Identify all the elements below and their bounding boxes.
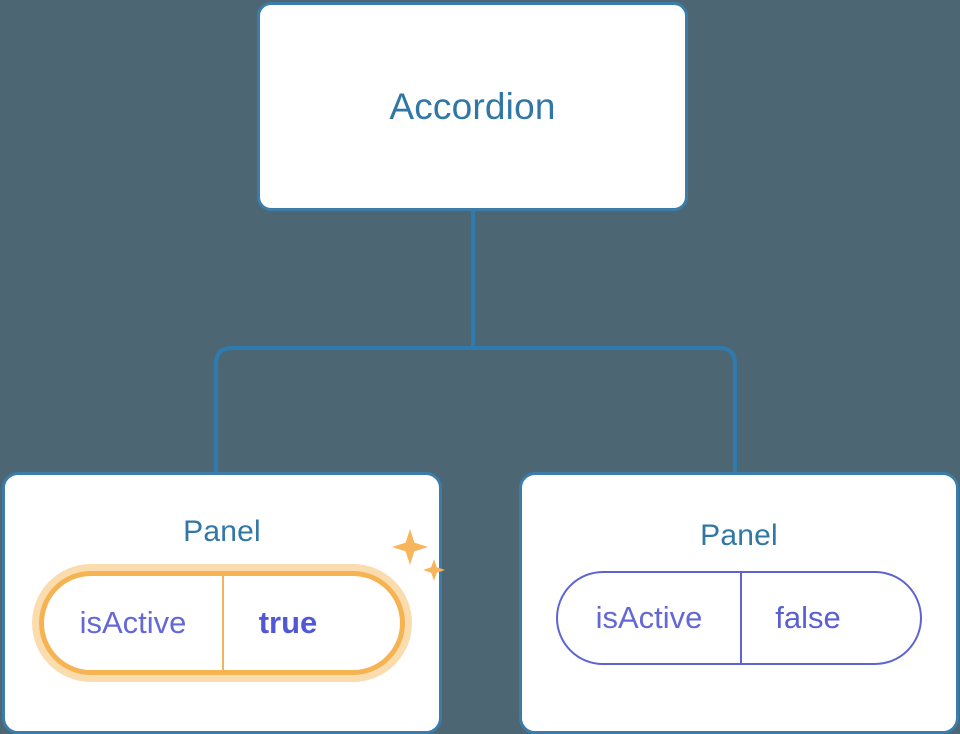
prop-pill-divider	[740, 573, 742, 663]
prop-pill-isactive-false[interactable]: isActive false	[556, 571, 922, 665]
node-panel-right-title: Panel	[700, 519, 778, 552]
prop-key: isActive	[79, 605, 187, 640]
prop-value: true	[258, 605, 318, 640]
sparkles-icon	[392, 529, 445, 581]
prop-key: isActive	[595, 600, 703, 635]
node-panel-left-title: Panel	[183, 515, 261, 548]
node-panel-left[interactable]: Panel isActive true	[2, 472, 445, 734]
node-panel-right[interactable]: Panel isActive false	[519, 472, 959, 734]
prop-value: false	[775, 600, 841, 635]
prop-pill-right-wrap: isActive false	[556, 571, 922, 665]
connector-branch-right	[473, 346, 737, 472]
prop-pill-left-wrap: isActive true	[39, 529, 445, 675]
prop-pill-isactive-true[interactable]: isActive true	[39, 571, 405, 675]
connector-branch-left	[214, 346, 473, 472]
node-accordion[interactable]: Accordion	[257, 2, 688, 211]
prop-pill-divider	[222, 576, 224, 670]
node-accordion-title: Accordion	[389, 86, 556, 127]
